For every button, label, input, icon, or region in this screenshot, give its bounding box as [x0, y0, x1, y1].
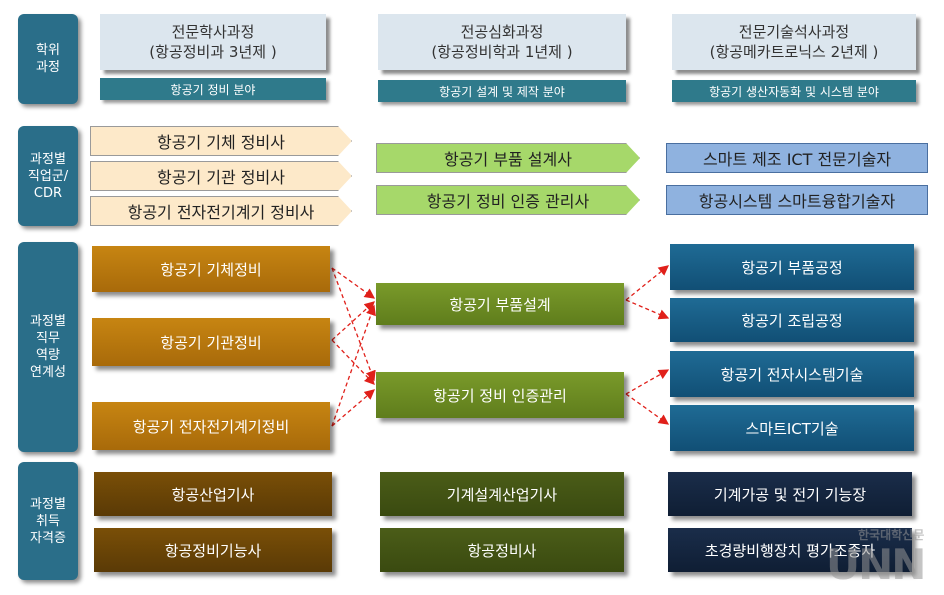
arrow-engine-to-cert	[331, 339, 375, 385]
cert-machining-electrical-master: 기계가공 및 전기 기능장	[668, 472, 912, 516]
column-2-field: 항공기 설계 및 제작 분야	[378, 80, 626, 102]
arrow-engine-to-design	[331, 301, 375, 341]
arrow-avionics-to-cert	[331, 389, 375, 427]
comp-airframe-maintenance: 항공기 기체정비	[92, 246, 330, 292]
job-airframe-mechanic: 항공기 기체 정비사	[90, 126, 352, 156]
side-label-competency: 과정별 직무 역량 연계성	[18, 242, 78, 452]
column-1-field: 항공기 정비 분야	[100, 78, 326, 100]
comp-engine-maintenance: 항공기 기관정비	[92, 318, 330, 366]
cert-aircraft-mechanic: 항공정비사	[380, 528, 624, 572]
column-3-field: 항공기 생산자동화 및 시스템 분야	[672, 80, 916, 102]
side-label-degree: 학위 과정	[18, 14, 78, 104]
column-3-title: 전문기술석사과정 (항공메카트로닉스 2년제 )	[672, 14, 916, 70]
arrow-avionics-to-design	[331, 304, 376, 427]
comp-certification-management: 항공기 정비 인증관리	[376, 372, 624, 418]
side-label-certs: 과정별 취득 자격증	[18, 462, 78, 580]
cert-ultralight-evaluator: 초경량비행장치 평가조종자	[668, 528, 912, 572]
comp-parts-process: 항공기 부품공정	[670, 244, 914, 290]
watermark-logo: UNN	[826, 540, 926, 589]
comp-electronic-systems: 항공기 전자시스템기술	[670, 351, 914, 397]
job-avionics-mechanic: 항공기 전자전기계기 정비사	[90, 196, 352, 226]
job-certification-manager: 항공기 정비 인증 관리사	[376, 185, 640, 215]
cert-mechanical-design-engineer: 기계설계산업기사	[380, 472, 624, 516]
arrow-cert-to-smart-ict	[625, 393, 670, 425]
arrow-cert-to-electronics	[625, 369, 670, 395]
arrow-design-to-assembly	[625, 299, 670, 320]
comp-parts-design: 항공기 부품설계	[376, 283, 624, 325]
cert-aviation-industrial-engineer: 항공산업기사	[94, 472, 332, 516]
side-label-jobs: 과정별 직업군/ CDR	[18, 126, 78, 226]
column-1-title: 전문학사과정 (항공정비과 3년제 )	[100, 14, 326, 70]
job-system-fusion-engineer: 항공시스템 스마트융합기술자	[666, 185, 928, 215]
job-engine-mechanic: 항공기 기관 정비사	[90, 161, 352, 191]
watermark-text: 한국대학신문	[858, 528, 925, 542]
comp-smart-ict: 스마트ICT기술	[670, 405, 914, 451]
job-smart-ict-engineer: 스마트 제조 ICT 전문기술자	[666, 143, 928, 173]
arrow-design-to-parts-process	[625, 265, 670, 301]
job-parts-designer: 항공기 부품 설계사	[376, 143, 640, 173]
arrow-airframe-to-cert	[331, 267, 376, 382]
arrow-airframe-to-design	[331, 267, 376, 299]
comp-assembly-process: 항공기 조립공정	[670, 298, 914, 342]
comp-avionics-maintenance: 항공기 전자전기계기정비	[92, 402, 330, 450]
column-2-title: 전공심화과정 (항공정비학과 1년제 )	[378, 14, 626, 70]
cert-aircraft-maintenance-craftsman: 항공정비기능사	[94, 528, 332, 572]
